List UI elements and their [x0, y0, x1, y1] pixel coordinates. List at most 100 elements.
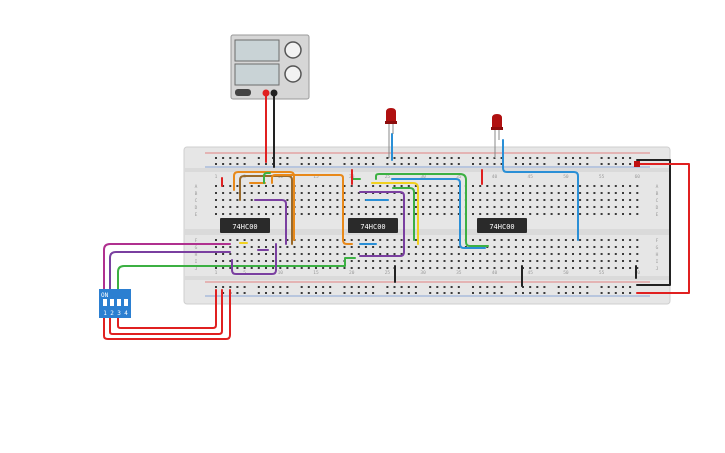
breadboard-hole[interactable]	[422, 253, 425, 255]
breadboard-hole[interactable]	[229, 267, 232, 269]
breadboard-hole[interactable]	[543, 199, 546, 201]
breadboard-hole[interactable]	[357, 260, 360, 262]
dip-switch[interactable]: ON 1 2 3 4	[99, 289, 131, 318]
breadboard-hole[interactable]	[429, 260, 432, 262]
breadboard-hole[interactable]	[443, 286, 446, 288]
breadboard-hole[interactable]	[336, 192, 339, 194]
breadboard-hole[interactable]	[372, 246, 375, 248]
breadboard-hole[interactable]	[564, 163, 567, 165]
wire-black-rail-right[interactable]	[636, 159, 671, 286]
breadboard-hole[interactable]	[322, 192, 325, 194]
breadboard-hole[interactable]	[393, 206, 396, 208]
breadboard-hole[interactable]	[286, 199, 289, 201]
breadboard-hole[interactable]	[222, 157, 225, 159]
breadboard-hole[interactable]	[536, 163, 539, 165]
breadboard-hole[interactable]	[614, 286, 617, 288]
breadboard-hole[interactable]	[579, 260, 582, 262]
breadboard-hole[interactable]	[464, 253, 467, 255]
breadboard-hole[interactable]	[343, 163, 346, 165]
breadboard-hole[interactable]	[436, 163, 439, 165]
breadboard-hole[interactable]	[529, 157, 532, 159]
breadboard-hole[interactable]	[457, 239, 460, 241]
breadboard-hole[interactable]	[557, 192, 560, 194]
breadboard-hole[interactable]	[307, 292, 310, 294]
breadboard-hole[interactable]	[257, 246, 260, 248]
breadboard-hole[interactable]	[386, 260, 389, 262]
breadboard-hole[interactable]	[393, 199, 396, 201]
breadboard-hole[interactable]	[543, 185, 546, 187]
breadboard-hole[interactable]	[229, 286, 232, 288]
breadboard-hole[interactable]	[429, 267, 432, 269]
breadboard-hole[interactable]	[586, 192, 589, 194]
breadboard-hole[interactable]	[350, 206, 353, 208]
breadboard-hole[interactable]	[364, 253, 367, 255]
breadboard-hole[interactable]	[614, 239, 617, 241]
breadboard-hole[interactable]	[450, 199, 453, 201]
breadboard-hole[interactable]	[236, 260, 239, 262]
breadboard-hole[interactable]	[272, 206, 275, 208]
breadboard-hole[interactable]	[450, 253, 453, 255]
breadboard-hole[interactable]	[479, 213, 482, 215]
breadboard-hole[interactable]	[293, 260, 296, 262]
breadboard-hole[interactable]	[579, 192, 582, 194]
breadboard-hole[interactable]	[636, 253, 639, 255]
breadboard-hole[interactable]	[229, 213, 232, 215]
breadboard-hole[interactable]	[443, 260, 446, 262]
breadboard-hole[interactable]	[629, 267, 632, 269]
breadboard-hole[interactable]	[215, 199, 217, 201]
breadboard-hole[interactable]	[357, 253, 360, 255]
breadboard-hole[interactable]	[593, 253, 596, 255]
breadboard-hole[interactable]	[457, 192, 460, 194]
breadboard-hole[interactable]	[536, 286, 539, 288]
breadboard-hole[interactable]	[329, 163, 332, 165]
breadboard-hole[interactable]	[522, 239, 524, 241]
wire-green-chip1[interactable]	[263, 172, 271, 184]
dip-switch-toggle-4[interactable]	[124, 299, 128, 306]
breadboard-hole[interactable]	[414, 199, 417, 201]
breadboard-hole[interactable]	[479, 192, 482, 194]
breadboard-hole[interactable]	[436, 292, 439, 294]
breadboard-hole[interactable]	[364, 185, 367, 187]
breadboard-hole[interactable]	[229, 206, 232, 208]
breadboard-hole[interactable]	[450, 239, 453, 241]
breadboard-hole[interactable]	[407, 213, 410, 215]
breadboard-hole[interactable]	[222, 185, 225, 187]
breadboard-hole[interactable]	[414, 286, 417, 288]
breadboard-hole[interactable]	[629, 206, 632, 208]
breadboard-hole[interactable]	[243, 206, 246, 208]
breadboard-hole[interactable]	[557, 157, 560, 159]
breadboard-hole[interactable]	[436, 185, 439, 187]
breadboard-hole[interactable]	[636, 213, 639, 215]
breadboard-hole[interactable]	[493, 267, 496, 269]
breadboard-hole[interactable]	[422, 246, 425, 248]
breadboard-hole[interactable]	[600, 199, 603, 201]
breadboard-hole[interactable]	[500, 206, 503, 208]
breadboard-hole[interactable]	[279, 246, 282, 248]
breadboard-hole[interactable]	[443, 199, 446, 201]
breadboard-hole[interactable]	[550, 267, 553, 269]
breadboard-hole[interactable]	[536, 267, 539, 269]
breadboard-hole[interactable]	[414, 253, 417, 255]
breadboard-hole[interactable]	[400, 185, 403, 187]
breadboard-hole[interactable]	[350, 192, 353, 194]
breadboard-hole[interactable]	[443, 157, 446, 159]
breadboard-hole[interactable]	[386, 239, 389, 241]
breadboard-hole[interactable]	[393, 292, 396, 294]
breadboard-hole[interactable]	[364, 213, 367, 215]
breadboard-hole[interactable]	[279, 239, 282, 241]
breadboard-hole[interactable]	[222, 260, 225, 262]
breadboard-hole[interactable]	[600, 206, 603, 208]
breadboard-hole[interactable]	[272, 292, 275, 294]
breadboard-hole[interactable]	[400, 239, 403, 241]
breadboard-hole[interactable]	[265, 163, 267, 165]
breadboard-hole[interactable]	[386, 246, 389, 248]
breadboard-hole[interactable]	[407, 206, 410, 208]
breadboard-hole[interactable]	[486, 199, 489, 201]
breadboard-hole[interactable]	[429, 239, 432, 241]
breadboard-hole[interactable]	[600, 267, 603, 269]
breadboard-hole[interactable]	[307, 253, 310, 255]
breadboard-hole[interactable]	[386, 253, 389, 255]
breadboard-hole[interactable]	[422, 267, 425, 269]
breadboard-hole[interactable]	[522, 286, 524, 288]
